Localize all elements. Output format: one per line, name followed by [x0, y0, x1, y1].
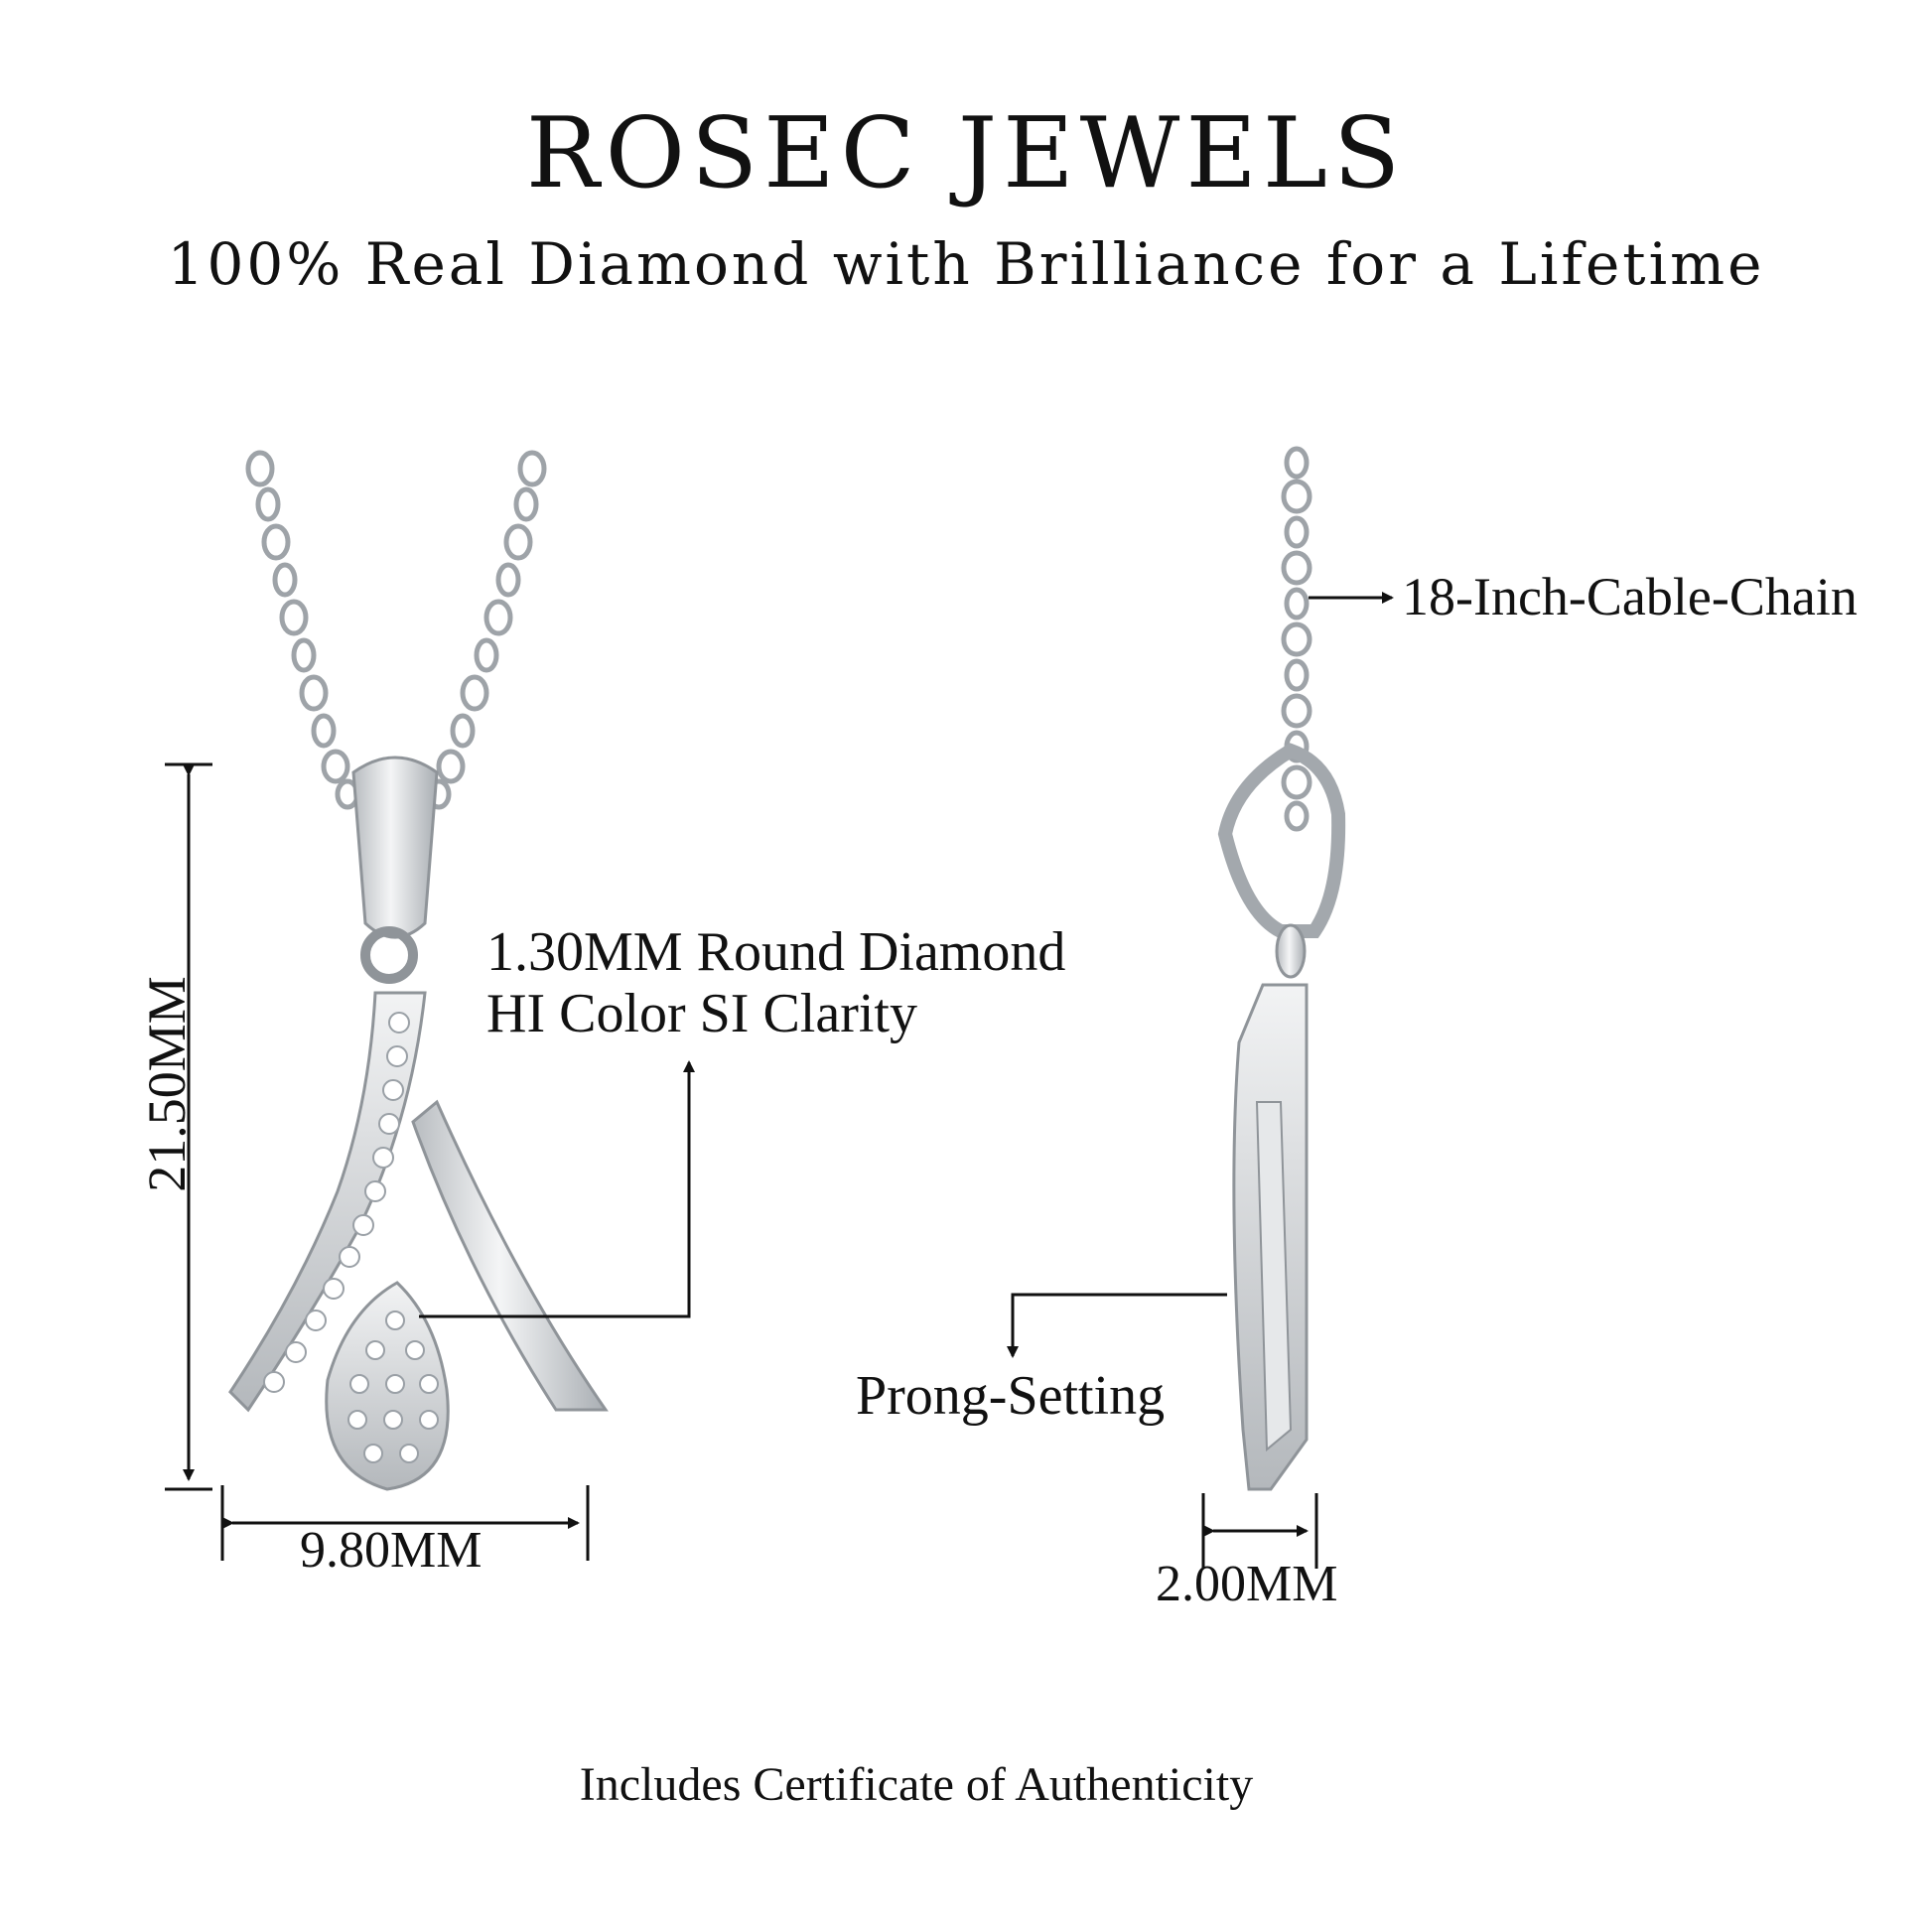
prong-setting-label: Prong-Setting: [856, 1365, 1166, 1427]
front-chain: [245, 450, 547, 810]
width-dimension: [220, 1485, 590, 1561]
side-jump-ring: [1275, 923, 1307, 979]
height-dimension: [165, 762, 212, 1491]
stone-callout: [419, 1060, 695, 1318]
stone-size-text: 1.30MM Round Diamond: [486, 921, 1066, 983]
front-bail: [351, 756, 439, 939]
brand-title: ROSEC JEWELS: [525, 97, 1407, 210]
front-pave-arm: [228, 991, 427, 1413]
width-label: 9.80MM: [300, 1522, 483, 1579]
depth-label: 2.00MM: [1156, 1556, 1338, 1612]
stone-quality-text: HI Color SI Clarity: [486, 983, 917, 1044]
side-chain: [1281, 446, 1312, 832]
certificate-note: Includes Certificate of Authenticity: [579, 1758, 1254, 1811]
front-diamonds: [263, 1012, 439, 1463]
stone-spec-label: 1.30MM Round Diamond HI Color SI Clarity: [486, 921, 1065, 1044]
front-plain-arm: [411, 1099, 609, 1412]
tagline: 100% Real Diamond with Brilliance for a …: [167, 230, 1765, 298]
chain-label: 18-Inch-Cable-Chain: [1402, 567, 1858, 626]
height-label: 21.50MM: [137, 976, 197, 1192]
front-jump-ring: [360, 926, 418, 984]
depth-dimension: [1201, 1493, 1318, 1569]
side-arm: [1255, 1101, 1293, 1452]
prong-callout: [1007, 1293, 1227, 1358]
